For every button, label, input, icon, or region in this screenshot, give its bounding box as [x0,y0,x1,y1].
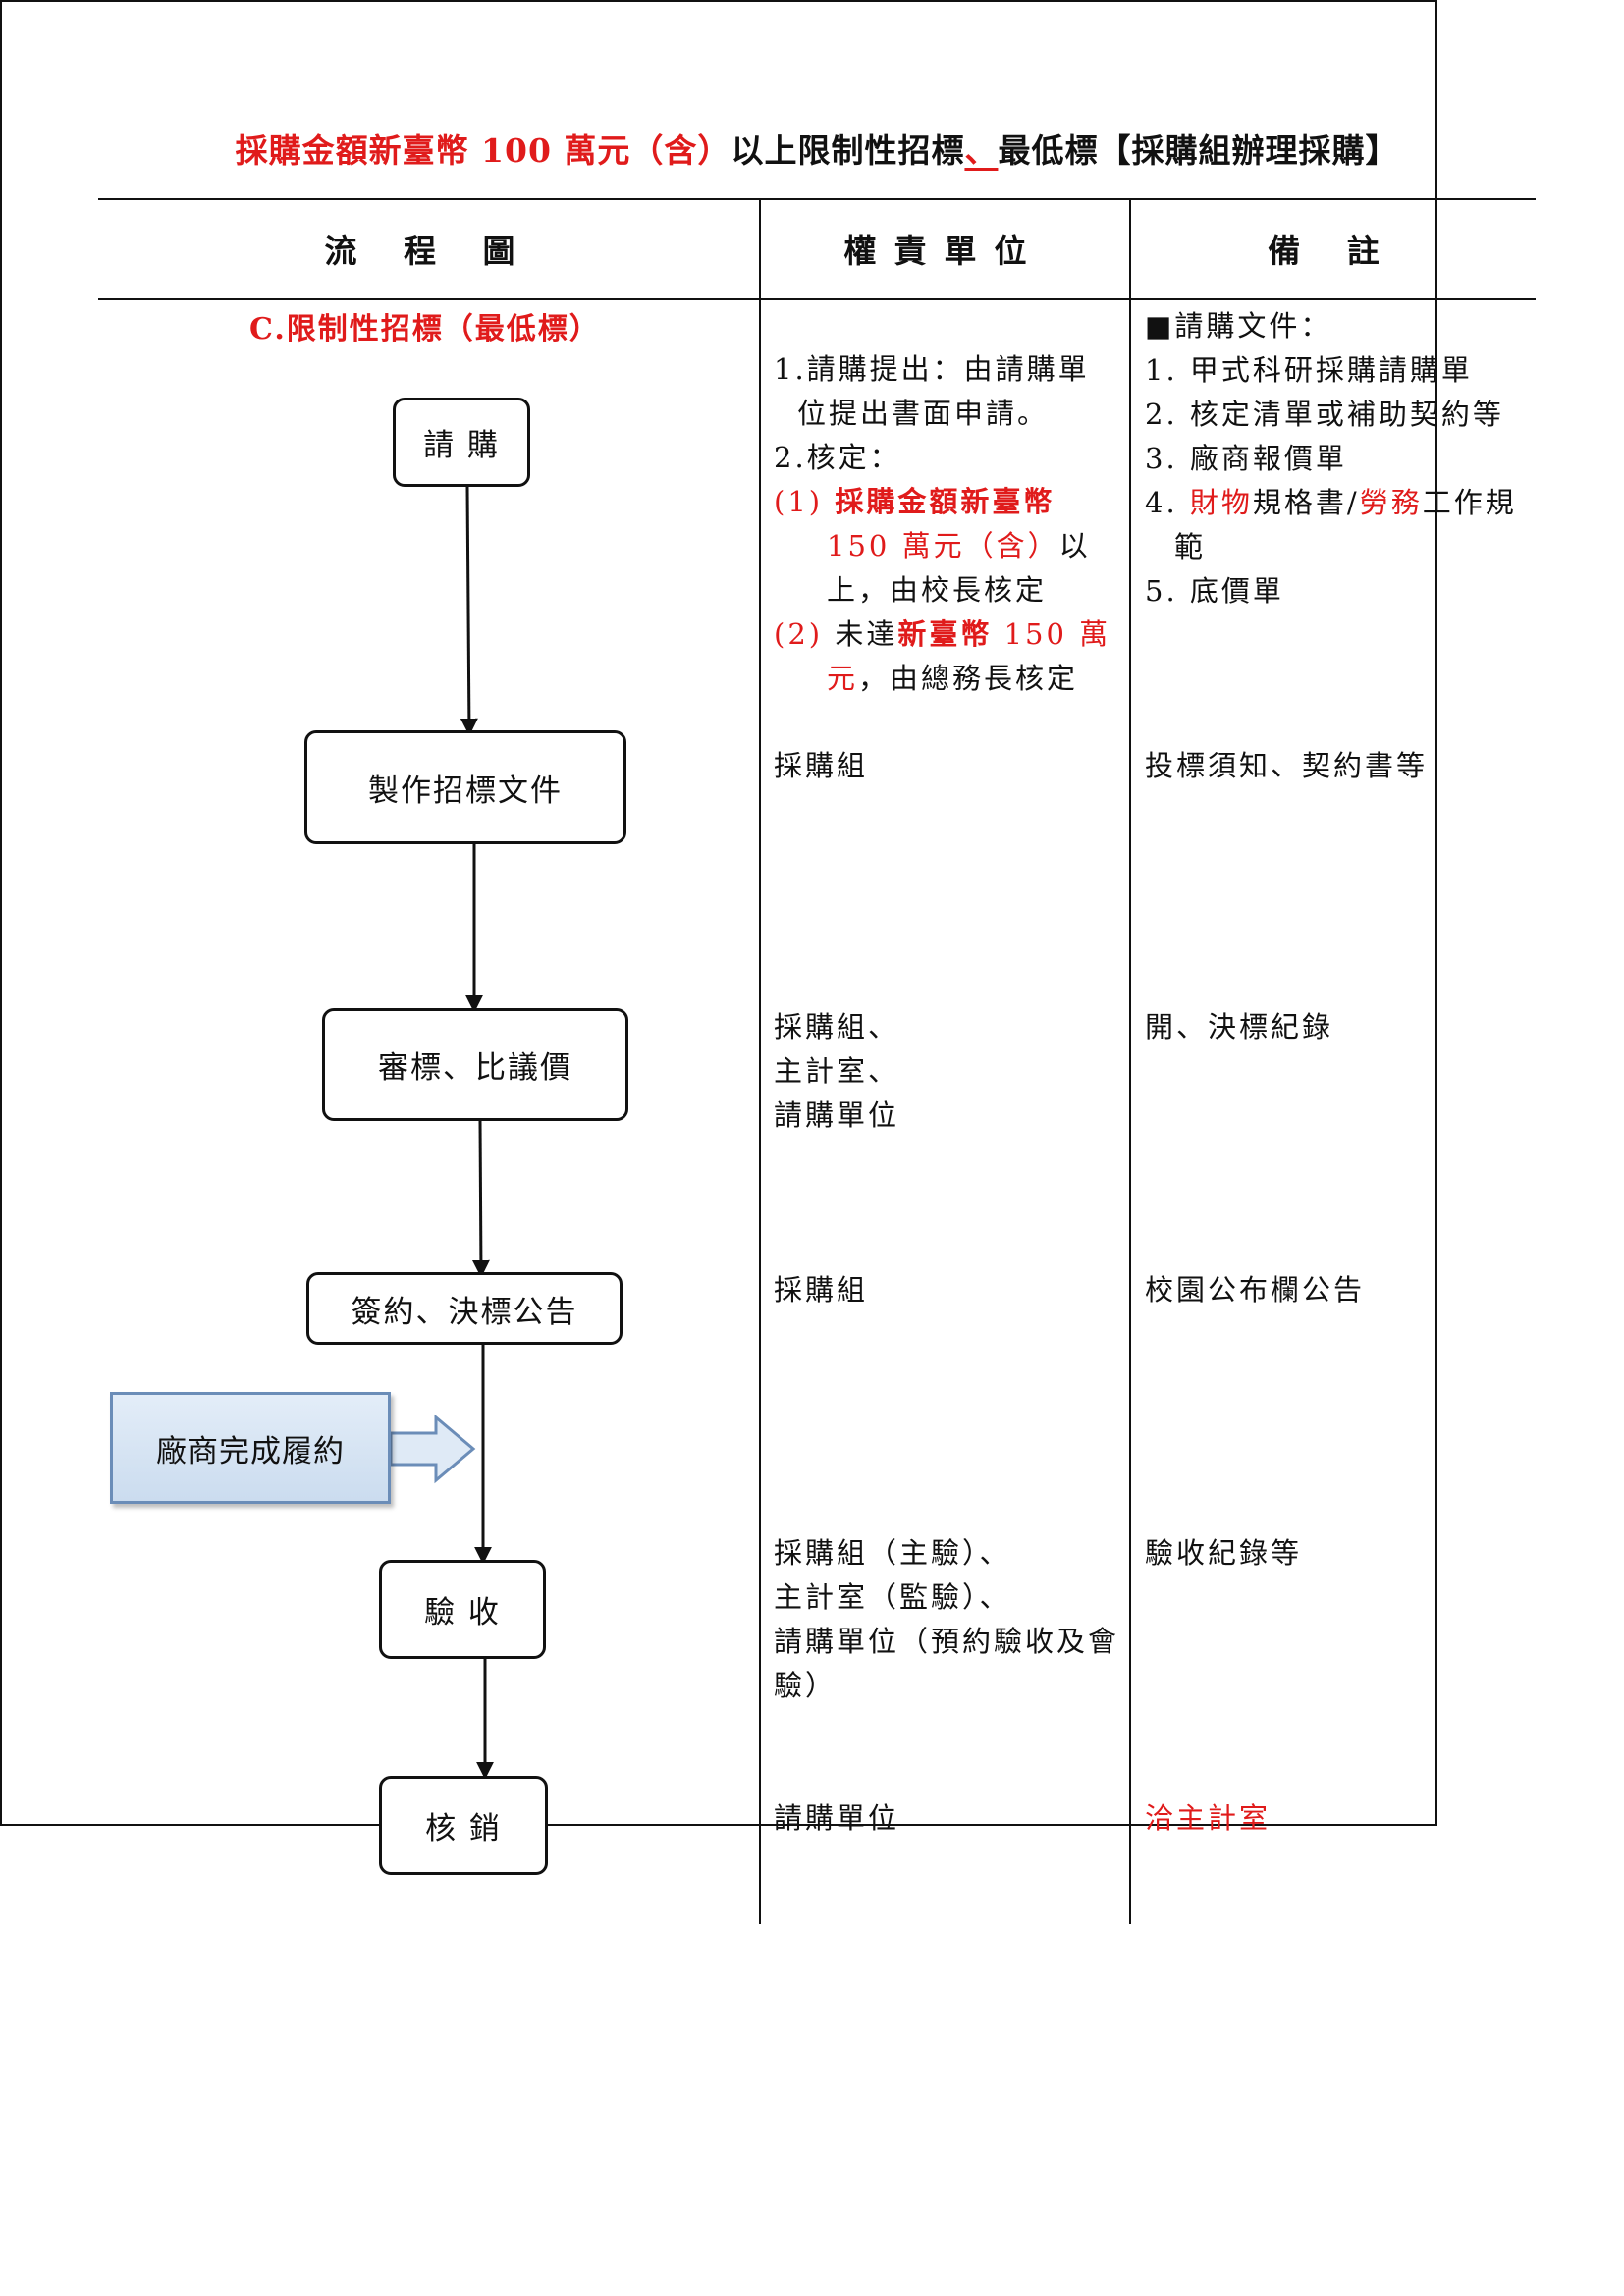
responsibility-acceptance: 採購組（主驗）、 主計室（監驗）、 請購單位（預約驗收及會驗） [774,1531,1119,1708]
resp-sub-2-red: 新臺幣 [897,617,993,651]
arrow-1 [460,486,478,736]
vendor-fulfillment-box: 廠商完成履約 [110,1392,391,1504]
resp-sub-1-rest: 以上，由校長核定 [827,529,1091,607]
remark-item-4-red-1: 財物 [1189,486,1253,519]
arrow-3 [471,1120,490,1278]
resp-sub-2-num: (2) [774,617,824,651]
responsibility-reimbursement: 請購單位 [774,1801,900,1835]
step-acceptance: 驗 收 [379,1560,546,1659]
responsibility-review: 採購組、 主計室、 請購單位 [774,1005,1119,1138]
remark-item-5: 5. 底價單 [1145,574,1284,608]
remark-heading: ■請購文件： [1145,309,1332,343]
resp-sub-2-amount: 150 萬元 [827,617,1111,695]
title-divider [98,198,1536,200]
remark-item-2: 2. 核定清單或補助契約等 [1145,398,1504,431]
remark-item-4-mid: 規格書/ [1252,486,1360,519]
title-underlined-part: 、 [964,132,999,170]
remark-contract: 校園公布欄公告 [1145,1273,1366,1307]
remarks-request-documents: ■請購文件： 1. 甲式科研採購請購單 2. 核定清單或補助契約等 3. 廠商報… [1145,304,1530,614]
resp-sub-1-amount: 150 萬元（含） [827,529,1059,562]
header-flowchart: 流 程 圖 [324,232,533,270]
responsibility-request: 1.請購提出：由請購單位提出書面申請。 2.核定： (1) 採購金額新臺幣 15… [774,347,1119,701]
vendor-block-arrow [389,1414,476,1484]
resp-item-2: 2.核定： [774,441,901,474]
remark-item-1: 1. 甲式科研採購請購單 [1145,353,1473,387]
title-red-part: 採購金額新臺幣 100 萬元（含） [235,132,731,170]
header-divider [98,298,1536,300]
remark-item-3: 3. 廠商報價單 [1145,442,1347,475]
resp-accept-line-1: 採購組（主驗）、 [774,1536,1011,1570]
step-reimbursement: 核 銷 [379,1776,548,1875]
header-responsibility: 權責單位 [843,232,1045,270]
responsibility-prepare: 採購組 [774,749,869,782]
remark-item-4-red-2: 勞務 [1359,486,1423,519]
resp-accept-line-2: 主計室（監驗）、 [774,1580,1011,1614]
title-black-part-1: 以上限制性招標 [731,132,965,170]
step-review-negotiate: 審標、比議價 [322,1008,628,1121]
resp-sub-1-num: (1) [774,485,824,518]
resp-review-line-1: 採購組、 [774,1010,900,1043]
responsibility-contract: 採購組 [774,1273,869,1307]
resp-item-1: 1.請購提出：由請購單位提出書面申請。 [774,352,1090,430]
remark-item-4-num: 4. [1145,486,1190,519]
remark-review: 開、決標紀錄 [1145,1010,1334,1043]
column-divider-1 [759,198,761,1924]
resp-sub-1-red: 採購金額新臺幣 [835,485,1056,518]
title-black-part-2: 最低標【採購組辦理採購】 [998,132,1399,170]
step-request: 請 購 [393,398,530,487]
remark-prepare: 投標須知、契約書等 [1145,749,1429,782]
step-contract-award-notice: 簽約、決標公告 [306,1272,623,1345]
resp-sub-1: (1) 採購金額新臺幣 150 萬元（含）以上，由校長核定 [774,480,1119,613]
flow-section-label: C.限制性招標（最低標） [249,312,601,347]
table-frame [0,0,1437,1826]
remark-item-4: 4. 財物規格書/勞務工作規範 [1145,481,1530,569]
remark-item-4-end: 工作規範 [1174,486,1517,563]
remark-acceptance: 驗收紀錄等 [1145,1536,1303,1570]
header-remarks: 備 註 [1268,232,1397,270]
resp-sub-2-rest: ，由總務長核定 [858,662,1079,695]
resp-sub-2: (2) 未達新臺幣 150 萬元，由總務長核定 [774,613,1119,701]
step-prepare-bid-documents: 製作招標文件 [304,730,626,844]
resp-review-line-2: 主計室、 [774,1054,900,1088]
resp-accept-line-3: 請購單位（預約驗收及會驗） [774,1625,1120,1702]
resp-review-line-3: 請購單位 [774,1098,900,1132]
remark-reimbursement: 洽主計室 [1145,1801,1272,1835]
page-title: 採購金額新臺幣 100 萬元（含）以上限制性招標、最低標【採購組辦理採購】 [98,98,1536,198]
resp-sub-2-a: 未達 [835,617,898,651]
column-divider-2 [1129,198,1131,1924]
